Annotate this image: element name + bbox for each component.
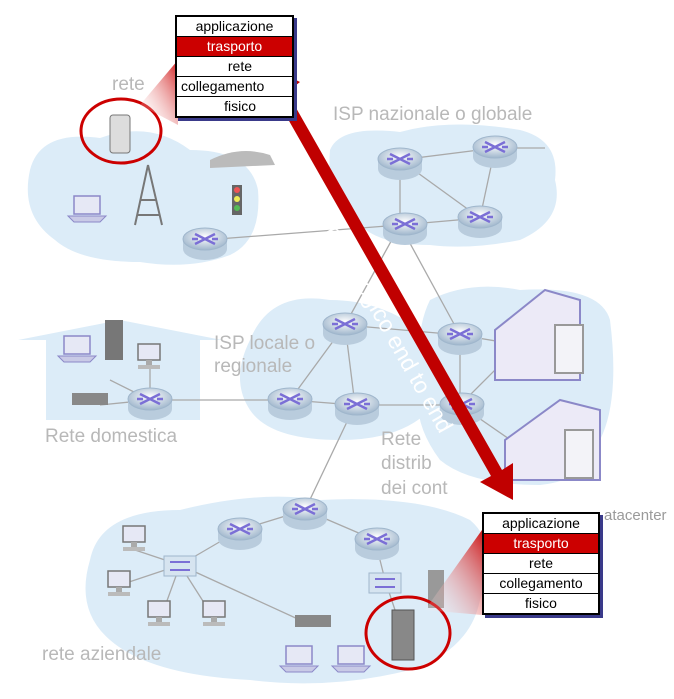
label-rete-distrib-1: Rete <box>381 429 422 450</box>
label-rete-distrib-2: distrib <box>381 453 432 474</box>
stack-top-layer-rete: rete <box>177 57 292 77</box>
highlight-circle-mobile <box>79 97 163 165</box>
zoom-cone-top <box>140 60 178 125</box>
protocol-stack-bottom: applicazione trasporto rete collegamento… <box>482 512 600 615</box>
label-isp-locale-1: ISP locale o <box>214 333 316 354</box>
label-datacenter: atacenter <box>604 507 667 524</box>
highlight-circle-server <box>364 595 452 671</box>
label-rete-aziendale: rete aziendale <box>42 644 162 665</box>
stack-bottom-layer-fisico: fisico <box>525 595 557 611</box>
stack-bottom-layer-trasporto: trasporto <box>484 534 598 554</box>
label-rete-mobile: rete <box>112 74 145 95</box>
protocol-stack-top: applicazione trasporto rete collegamento… <box>175 15 294 118</box>
stack-top-layer-applicazione: applicazione <box>177 17 292 37</box>
home-devices <box>57 320 161 405</box>
label-rete-distrib-3: dei cont <box>381 478 448 499</box>
zoom-cone-bottom <box>425 530 482 615</box>
stack-bottom-layer-collegamento: collegamento <box>484 574 598 594</box>
label-isp-nazionale: ISP nazionale o globale <box>333 104 533 125</box>
stack-top-layer-fisico: fisico <box>224 98 256 114</box>
stack-top-layer-trasporto: trasporto <box>177 37 292 57</box>
datacenter-building <box>494 288 601 481</box>
stack-bottom-layer-rete: rete <box>484 554 598 574</box>
label-rete-domestica: Rete domestica <box>45 426 178 447</box>
stack-bottom-layer-applicazione: applicazione <box>484 514 598 534</box>
end-to-end-arrow <box>265 65 513 500</box>
label-isp-locale-2: regionale <box>214 356 293 377</box>
mobile-devices <box>67 114 275 226</box>
stack-top-layer-collegamento: collegamento <box>177 77 292 97</box>
